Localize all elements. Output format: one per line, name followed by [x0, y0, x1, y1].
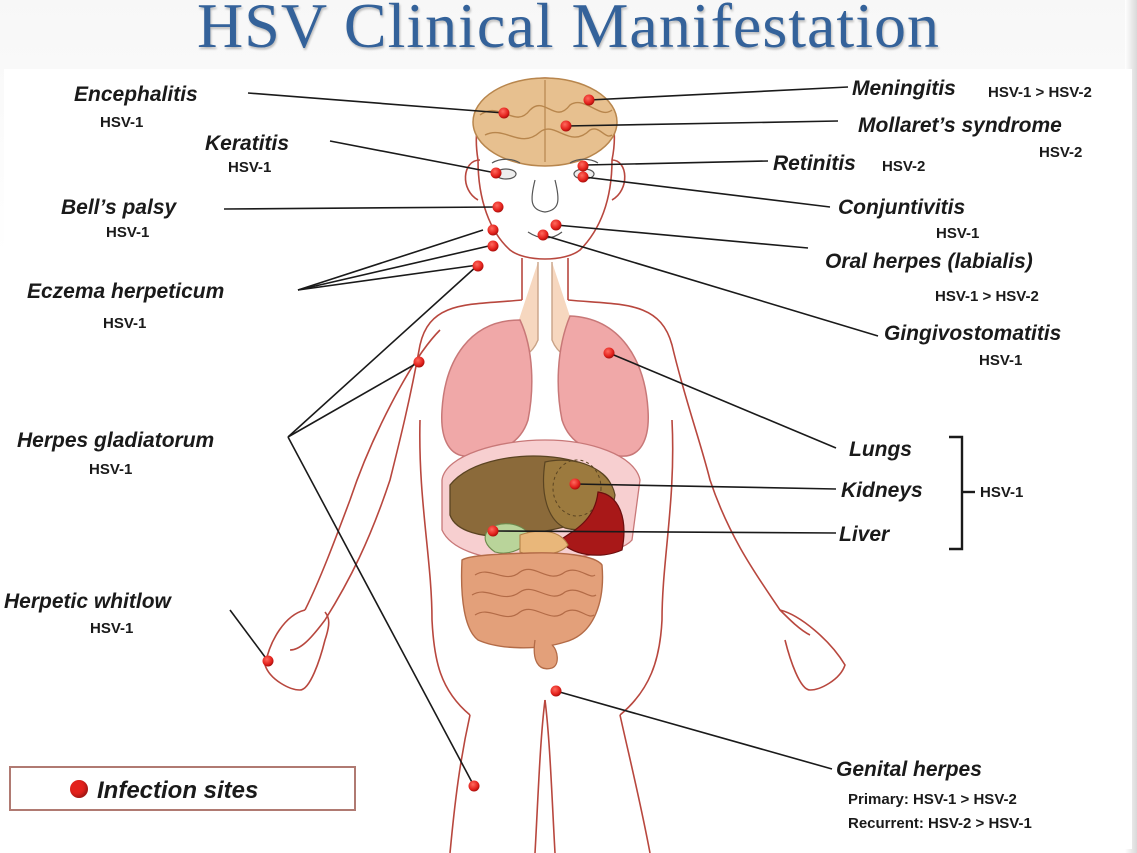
label-oral-herpes: Oral herpes (labialis) [825, 250, 1033, 273]
label-encephalitis: Encephalitis [74, 83, 198, 106]
type-gingivostomatitis: HSV-1 [979, 352, 1023, 369]
infection-dot-gladiatorum-leg [468, 780, 480, 792]
label-eczema-herpeticum: Eczema herpeticum [27, 280, 225, 303]
type-keratitis: HSV-1 [228, 159, 272, 176]
label-retinitis: Retinitis [773, 152, 856, 175]
infection-dot-keratitis [490, 167, 502, 179]
infection-dot-gingivo [537, 229, 549, 241]
infection-dot-mollaret [560, 120, 572, 132]
type-herpetic-whitlow: HSV-1 [90, 620, 134, 637]
type-genital-recurrent: Recurrent: HSV-2 > HSV-1 [848, 815, 1032, 832]
slide-title: HSV Clinical Manifestation [197, 0, 940, 61]
type-eczema-herpeticum: HSV-1 [103, 315, 147, 332]
red-dot-icon [70, 780, 88, 798]
type-genital-primary: Primary: HSV-1 > HSV-2 [848, 791, 1017, 808]
type-herpes-gladiatorum: HSV-1 [89, 461, 133, 478]
infection-dot-genital [550, 685, 562, 697]
right-lung-shape [557, 315, 649, 457]
infection-dot-oral [550, 219, 562, 231]
infection-dot-eczema-1 [487, 224, 499, 236]
type-organs: HSV-1 [980, 484, 1024, 501]
left-lung-shape [441, 319, 533, 457]
label-kidneys: Kidneys [841, 479, 923, 502]
infection-dot-lungs [603, 347, 615, 359]
label-lungs: Lungs [849, 438, 912, 461]
infection-dot-bells-palsy [492, 201, 504, 213]
label-genital-herpes: Genital herpes [836, 758, 982, 781]
label-gingivostomatitis: Gingivostomatitis [884, 322, 1062, 345]
infection-dot-kidneys [569, 478, 581, 490]
infection-dot-meningitis [583, 94, 595, 106]
label-conjunctivitis: Conjuntivitis [838, 196, 966, 219]
infection-dot-eczema-3 [472, 260, 484, 272]
infection-dot-whitlow [262, 655, 274, 667]
label-herpetic-whitlow: Herpetic whitlow [4, 590, 171, 613]
infection-dot-gladiatorum-arm [413, 356, 425, 368]
spleen-shape [559, 491, 625, 556]
intestines-shape [460, 552, 604, 670]
label-liver: Liver [839, 523, 890, 546]
type-oral-herpes: HSV-1 > HSV-2 [935, 288, 1039, 305]
brain-shape [472, 77, 618, 167]
organs-bracket [949, 435, 975, 551]
label-mollarets-syndrome: Mollaret’s syndrome [858, 114, 1062, 137]
leader-lines [223, 86, 879, 787]
type-bells-palsy: HSV-1 [106, 224, 150, 241]
type-meningitis: HSV-1 > HSV-2 [988, 84, 1092, 101]
legend: Infection sites [9, 766, 356, 811]
type-conjunctivitis: HSV-1 [936, 225, 980, 242]
legend-label: Infection sites [97, 777, 259, 804]
infection-dot-conjunctivitis [577, 171, 589, 183]
infection-dot-liver [487, 525, 499, 537]
type-mollarets-syndrome: HSV-2 [1039, 144, 1083, 161]
infection-dot-eczema-2 [487, 240, 499, 252]
infection-sites [262, 94, 615, 792]
type-retinitis: HSV-2 [882, 158, 926, 175]
label-meningitis: Meningitis [852, 77, 956, 100]
label-herpes-gladiatorum: Herpes gladiatorum [17, 429, 215, 452]
infection-dot-encephalitis [498, 107, 510, 119]
abdomen-organs [441, 439, 641, 561]
type-encephalitis: HSV-1 [100, 114, 144, 131]
label-bells-palsy: Bell’s palsy [61, 196, 177, 219]
label-keratitis: Keratitis [205, 132, 290, 155]
infection-dot-retinitis [577, 160, 589, 172]
